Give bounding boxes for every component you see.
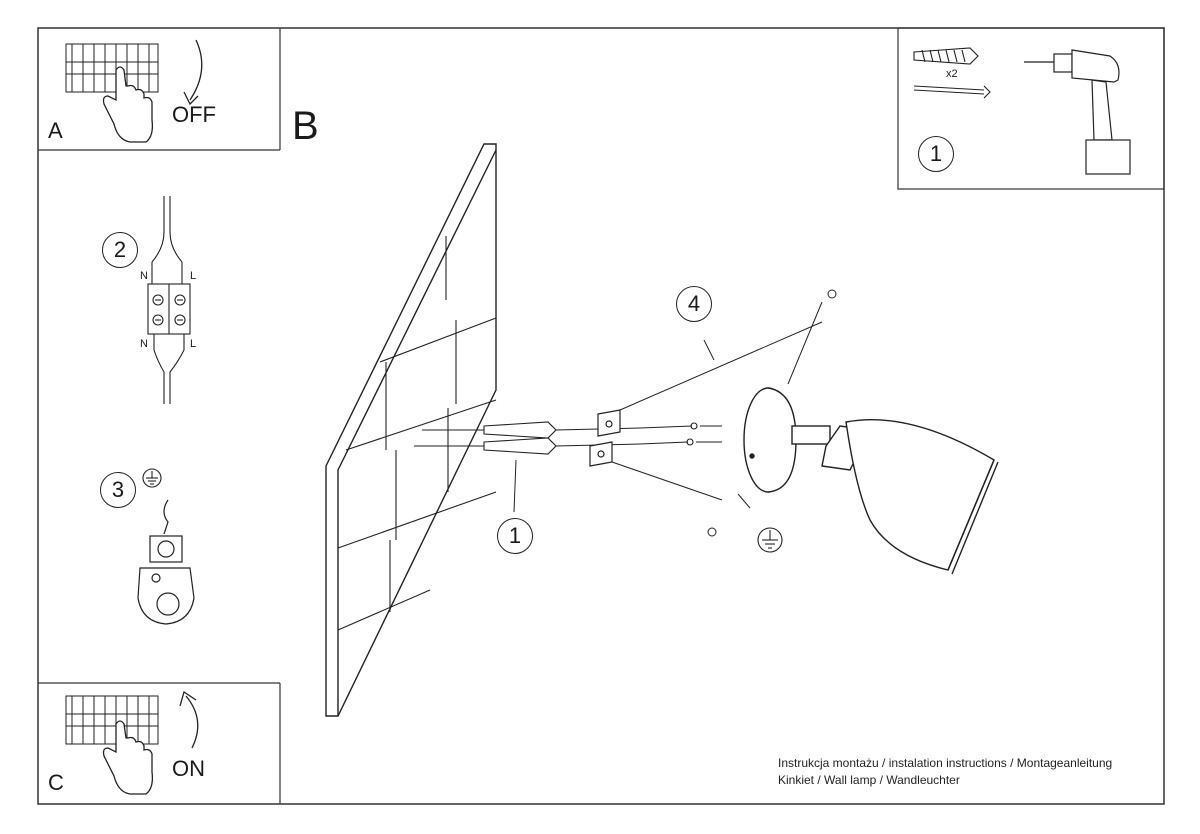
panel-a-action: OFF [172,102,216,127]
arrow-icon [183,39,203,106]
wall-lamp-icon [743,387,999,575]
wire-label-l-top: L [190,270,197,282]
tools-quantity: x2 [946,68,958,80]
ground-symbol-icon [757,527,783,553]
screw-icon [913,85,991,99]
wire-label-n-bottom: N [140,338,148,350]
wire-label-l-bottom: L [190,338,197,350]
drill-icon [1024,49,1131,175]
step-dowel-number: 1 [497,518,533,554]
dowel-icon [483,421,557,455]
terminal-block-icon [147,196,191,404]
hand-icon [102,720,154,795]
wire-label-n-top: N [140,270,148,282]
leader-lines [513,289,837,537]
dowel-icon [913,47,979,65]
panel-a-letter: A [48,118,63,143]
main-section-letter: B [292,104,319,148]
ground-symbol-icon [142,468,162,488]
arrow-icon [179,690,199,749]
panel-c-letter: C [48,770,64,795]
hand-icon [102,66,154,143]
mounting-bracket [589,409,621,467]
panel-c-action: ON [172,756,205,781]
footer-line-2: Kinkiet / Wall lamp / Wandleuchter [778,773,960,787]
step-screws-number: 4 [676,286,712,322]
sheet-border [37,27,1165,805]
breaker-panel-icon [65,695,159,745]
screw-icon [639,422,722,446]
tools-panel [897,27,1165,190]
footer-line-1: Instrukcja montażu / instalation instruc… [778,756,1113,770]
breaker-panel-icon [65,43,159,93]
step-tools-number: 1 [918,136,954,172]
wall-panel [325,143,497,717]
ground-clamp-icon [137,499,195,625]
step-wiring-number: 2 [102,232,138,268]
step-ground-number: 3 [100,472,136,508]
